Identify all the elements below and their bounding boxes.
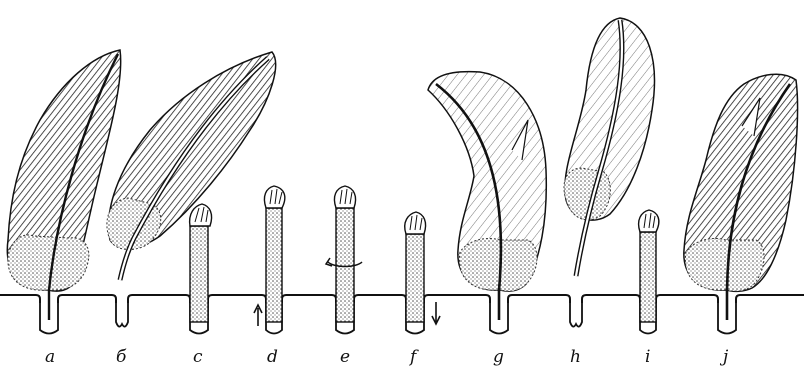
label-a: a bbox=[45, 347, 55, 367]
feather-a-down bbox=[8, 235, 89, 290]
arrow-up-d bbox=[254, 305, 262, 326]
label-f: f bbox=[408, 347, 419, 367]
feather-a bbox=[7, 50, 120, 320]
label-c: c bbox=[193, 347, 203, 367]
follicle-h bbox=[570, 303, 582, 327]
pin-feather-f bbox=[405, 212, 426, 322]
feather-g-down bbox=[459, 239, 537, 292]
pin-feather-c bbox=[190, 204, 212, 322]
label-d: d bbox=[267, 347, 278, 367]
feather-j bbox=[684, 74, 798, 320]
follicle-b bbox=[116, 303, 128, 327]
feather-j-down bbox=[685, 239, 764, 292]
pin-feather-i bbox=[639, 210, 659, 322]
label-i: i bbox=[645, 347, 650, 367]
label-j: j bbox=[719, 347, 729, 367]
label-b: б bbox=[116, 347, 127, 367]
label-g: g bbox=[493, 347, 504, 367]
label-h: h bbox=[570, 347, 581, 367]
skin-line bbox=[0, 295, 804, 303]
label-e: e bbox=[340, 347, 350, 367]
follicles bbox=[40, 303, 736, 334]
pin-feather-e bbox=[326, 186, 362, 322]
pin-feather-d bbox=[264, 186, 284, 322]
arrow-down-f bbox=[432, 302, 440, 324]
feather-g bbox=[428, 72, 546, 320]
